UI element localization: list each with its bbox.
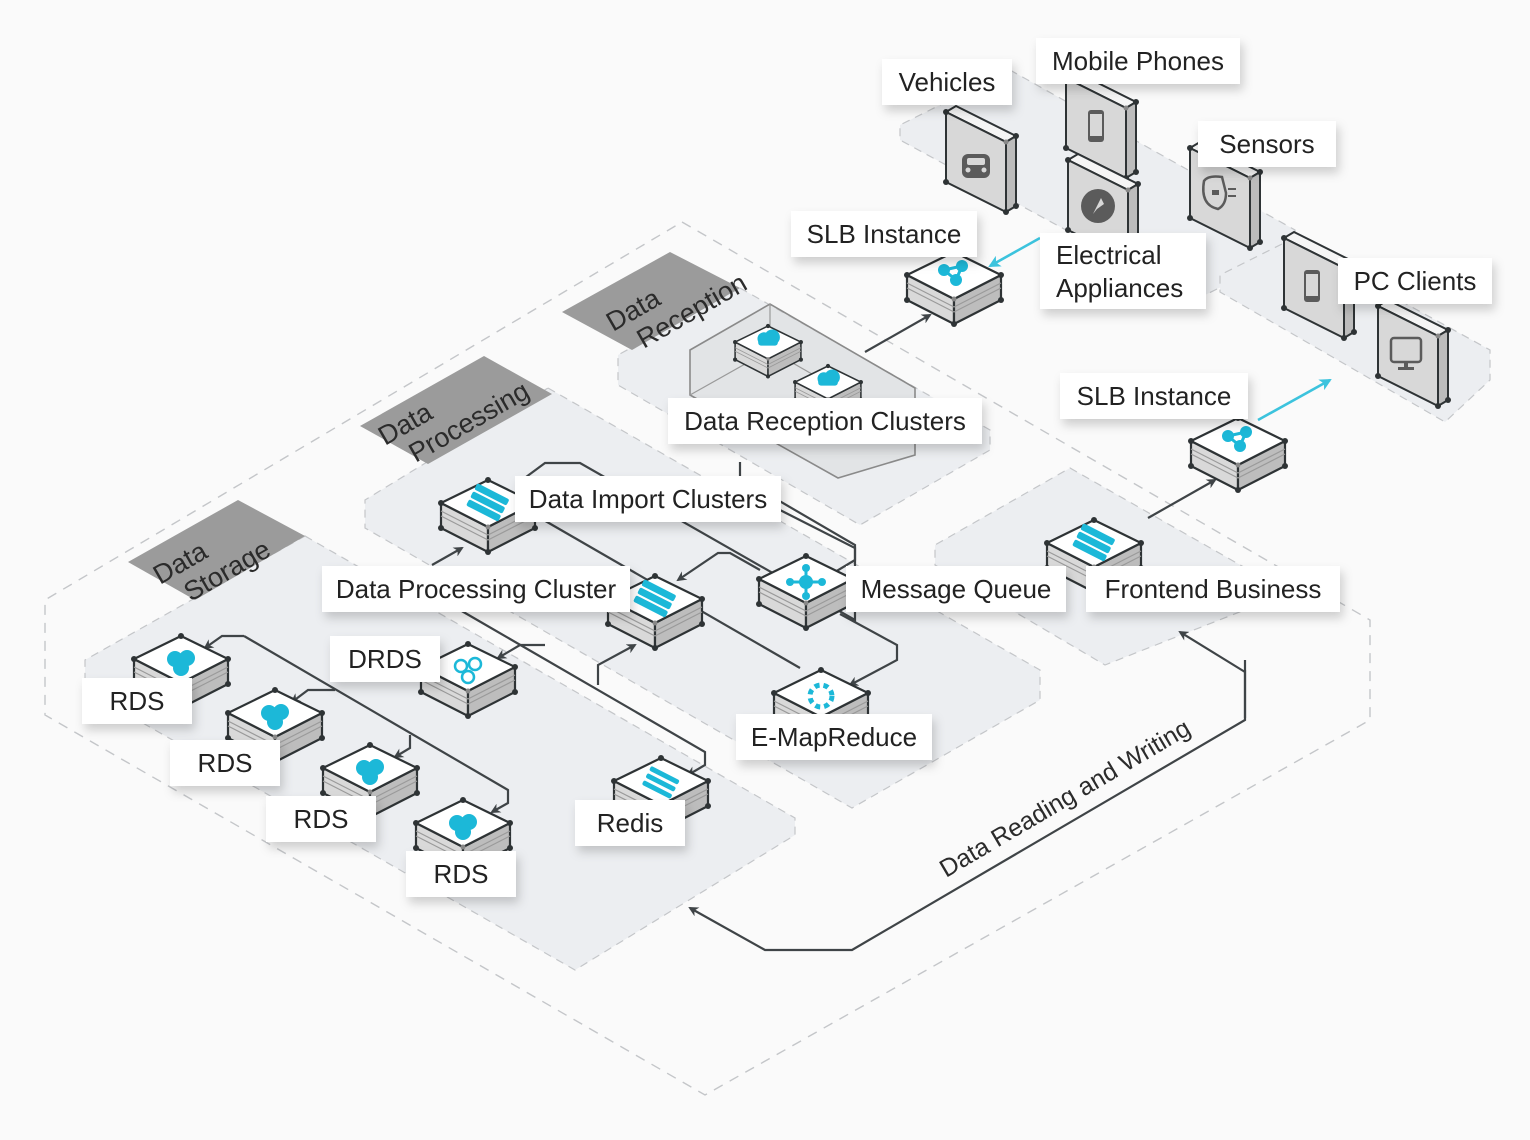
svg-text:RDS: RDS (110, 686, 165, 716)
frontend-business-node[interactable] (1042, 515, 1146, 597)
sensor-icon (1202, 175, 1236, 211)
e-mapreduce-node[interactable] (769, 665, 873, 747)
server-rack-icon (466, 483, 509, 522)
svg-text:PC Clients: PC Clients (1354, 266, 1477, 296)
rds-node-3[interactable] (318, 740, 422, 822)
svg-text:RDS: RDS (294, 804, 349, 834)
connector-slb-to-pc (1257, 378, 1332, 422)
connector-mq-to-emr (839, 613, 899, 686)
svg-text:E-MapReduce: E-MapReduce (751, 722, 917, 752)
label-data-reading-writing: Data Reading and Writing (935, 714, 1195, 883)
load-balancer-icon (1222, 426, 1252, 452)
connector-storage-to-processing (596, 644, 637, 685)
zone-data-storage (84, 535, 796, 971)
connector-import-mq-direct (779, 509, 857, 580)
connector-mq-to-processing (676, 551, 761, 582)
label-rds-2: RDS (170, 740, 280, 786)
rds-node-2[interactable] (223, 685, 327, 767)
svg-text:Redis: Redis (597, 808, 663, 838)
outer-boundary (44, 221, 1371, 1096)
database-cluster-icon (449, 814, 477, 840)
svg-text:Sensors: Sensors (1219, 129, 1314, 159)
svg-text:Data Import Clusters: Data Import Clusters (529, 484, 767, 514)
rds-node-1[interactable] (129, 631, 233, 713)
label-vehicles: Vehicles (882, 59, 1012, 105)
label-rds-3: RDS (266, 796, 376, 842)
device-pc-monitor (1374, 299, 1452, 410)
label-rds-1: RDS (82, 678, 192, 724)
device-vehicles (942, 105, 1020, 216)
phone-icon (1088, 110, 1104, 142)
label-data-processing-cluster: Data Processing Cluster (322, 566, 630, 612)
server-rack-icon (1072, 523, 1115, 562)
server-rack-icon (633, 579, 676, 618)
rds-node-4[interactable] (411, 795, 515, 877)
car-icon (962, 154, 990, 178)
connector-processing-to-import (431, 547, 464, 566)
svg-text:Frontend Business: Frontend Business (1105, 574, 1322, 604)
label-mobile-phones: Mobile Phones (1036, 38, 1240, 84)
label-sensors: Sensors (1198, 121, 1336, 167)
svg-text:DRDS: DRDS (348, 644, 422, 674)
label-data-import-clusters: Data Import Clusters (515, 476, 781, 522)
data-processing-cluster-node[interactable] (603, 571, 707, 653)
connector-to-redis (459, 609, 707, 777)
slb-instance-top-node[interactable] (902, 247, 1006, 329)
connector-rds-bus (243, 635, 510, 813)
svg-text:Message Queue: Message Queue (861, 574, 1052, 604)
label-slb-instance-top: SLB Instance (791, 211, 977, 257)
svg-text:Vehicles: Vehicles (899, 67, 996, 97)
label-frontend-business: Frontend Business (1086, 566, 1340, 612)
svg-text:Mobile Phones: Mobile Phones (1052, 46, 1224, 76)
slb-instance-right-node[interactable] (1186, 413, 1290, 495)
connector-rds-2 (290, 688, 335, 704)
label-drds: DRDS (330, 636, 440, 682)
drds-node[interactable] (416, 639, 520, 721)
svg-text:Electrical: Electrical (1056, 240, 1161, 270)
label-message-queue: Message Queue (846, 566, 1066, 612)
appliance-plug-icon (1081, 189, 1115, 223)
label-e-mapreduce: E-MapReduce (736, 714, 932, 760)
svg-text:SLB Instance: SLB Instance (1077, 381, 1232, 411)
label-electrical-appliances: Electrical Appliances (1040, 233, 1206, 309)
svg-text:Appliances: Appliances (1056, 273, 1183, 303)
connector-rw-to-frontend (1178, 630, 1246, 673)
label-rds-4: RDS (406, 851, 516, 897)
message-queue-node[interactable] (754, 551, 858, 633)
monitor-icon (1389, 336, 1423, 370)
device-sensors (1186, 141, 1264, 252)
data-reception-cluster-container (689, 303, 916, 479)
phone-icon (1304, 270, 1320, 302)
svg-text:Data Processing Cluster: Data Processing Cluster (336, 574, 617, 604)
data-import-cluster-node[interactable] (436, 475, 540, 557)
svg-text:RDS: RDS (434, 859, 489, 889)
connector-reception-to-slb (864, 314, 932, 353)
device-mobile-phones (1062, 71, 1140, 182)
label-data-reception-clusters: Data Reception Clusters (668, 398, 982, 444)
cloud-server-icon (757, 329, 780, 346)
database-cluster-icon (261, 704, 289, 730)
label-slb-instance-right: SLB Instance (1060, 373, 1248, 419)
database-cluster-icon (356, 759, 384, 785)
device-pc-phone (1280, 231, 1358, 342)
redis-node[interactable] (609, 753, 713, 835)
load-balancer-icon (938, 260, 968, 286)
dotted-ring-icon (807, 682, 835, 710)
device-electrical-appliances (1064, 153, 1142, 264)
cloud-server-icon (817, 369, 840, 386)
connector-devices-to-slb (988, 236, 1041, 268)
svg-text:RDS: RDS (198, 748, 253, 778)
label-redis: Redis (575, 800, 685, 846)
svg-text:SLB Instance: SLB Instance (807, 219, 962, 249)
svg-text:Data Reception Clusters: Data Reception Clusters (684, 406, 966, 436)
connector-rds-1 (203, 634, 244, 650)
connector-rds-3 (393, 735, 412, 759)
database-cluster-icon (167, 650, 195, 676)
redis-stack-icon (642, 766, 680, 799)
connector-frontend-to-slb (1147, 479, 1217, 519)
message-queue-hub-icon (786, 564, 826, 600)
hexagons-icon (453, 656, 483, 685)
label-pc-clients: PC Clients (1338, 258, 1492, 304)
